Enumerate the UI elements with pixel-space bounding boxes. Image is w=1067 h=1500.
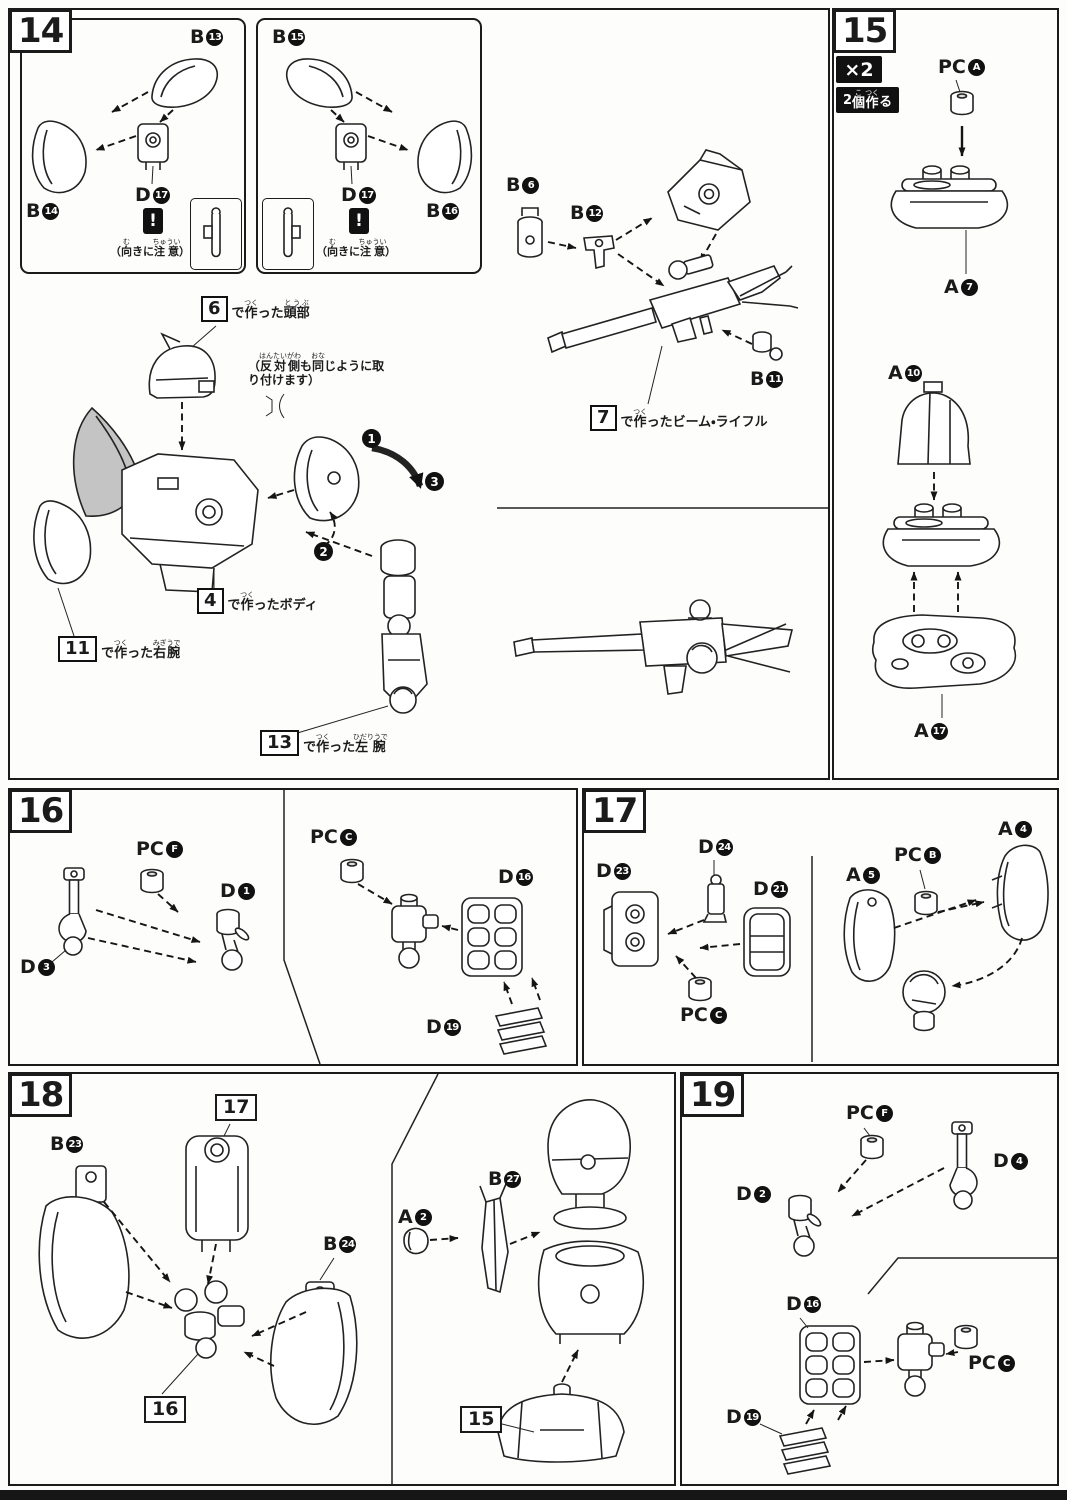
note-left-arm-text: で作つくった左腕ひだりうで [303, 733, 388, 756]
note-left-arm: 13 で作つくった左腕ひだりうで [260, 730, 388, 756]
caution-text-right: （向むきに注意ちゅうい） [316, 238, 396, 258]
panel-step-14 [8, 8, 830, 780]
step-ref-13: 13 [260, 730, 300, 756]
step-number-19: 19 [681, 1073, 745, 1117]
note-head: 6 で作つくった頭部とうぶ [201, 296, 310, 322]
step-number-14: 14 [9, 9, 73, 53]
panel-step-15 [832, 8, 1059, 780]
note-rifle-text: で作つくったビーム・ライフル [620, 408, 768, 431]
order-step-3: 3 [425, 472, 444, 491]
note-body-text: で作つくったボディ [227, 591, 318, 614]
note-opposite-side: （反対側はんたいがわも同おなじように取り付けます） [248, 352, 390, 388]
panel-step-18 [8, 1072, 676, 1486]
note-opposite-text: （反対側はんたいがわも同おなじように取り付けます） [248, 352, 385, 387]
panel-step-17 [582, 788, 1059, 1066]
step-ref-11: 11 [58, 636, 98, 662]
pin-detail-box-right [262, 198, 314, 270]
subassembly-box-left [20, 18, 246, 274]
pin-detail-box-left [190, 198, 242, 270]
note-head-text: で作つくった頭部とうぶ [231, 299, 310, 322]
caution-icon-left: ! [143, 208, 163, 234]
step-ref-4: 4 [197, 588, 224, 614]
step-ref-7: 7 [590, 405, 617, 431]
note-right-arm: 11 で作つくった右腕みぎうで [58, 636, 181, 662]
panel-step-16 [8, 788, 578, 1066]
step-number-15: 15 [833, 9, 897, 53]
step-ref-17: 17 [215, 1094, 258, 1121]
note-rifle: 7 で作つくったビーム・ライフル [590, 405, 768, 431]
note-right-arm-text: で作つくった右腕みぎうで [101, 639, 181, 662]
step-ref-16: 16 [144, 1396, 187, 1423]
panel-step-19 [680, 1072, 1059, 1486]
caution-icon-right: ! [349, 208, 369, 234]
order-step-1: 1 [362, 429, 381, 448]
step-number-18: 18 [9, 1073, 73, 1117]
step-number-16: 16 [9, 789, 73, 833]
quantity-multiplier: ×2 [836, 56, 882, 83]
step-ref-15: 15 [460, 1406, 503, 1433]
order-step-2: 2 [314, 542, 333, 561]
page-edge-bar [0, 1490, 1067, 1500]
step-number-17: 17 [583, 789, 647, 833]
note-body: 4 で作つくったボディ [197, 588, 318, 614]
step-ref-6: 6 [201, 296, 228, 322]
subassembly-box-right [256, 18, 482, 274]
caution-text-left: （向むきに注意ちゅうい） [110, 238, 190, 258]
